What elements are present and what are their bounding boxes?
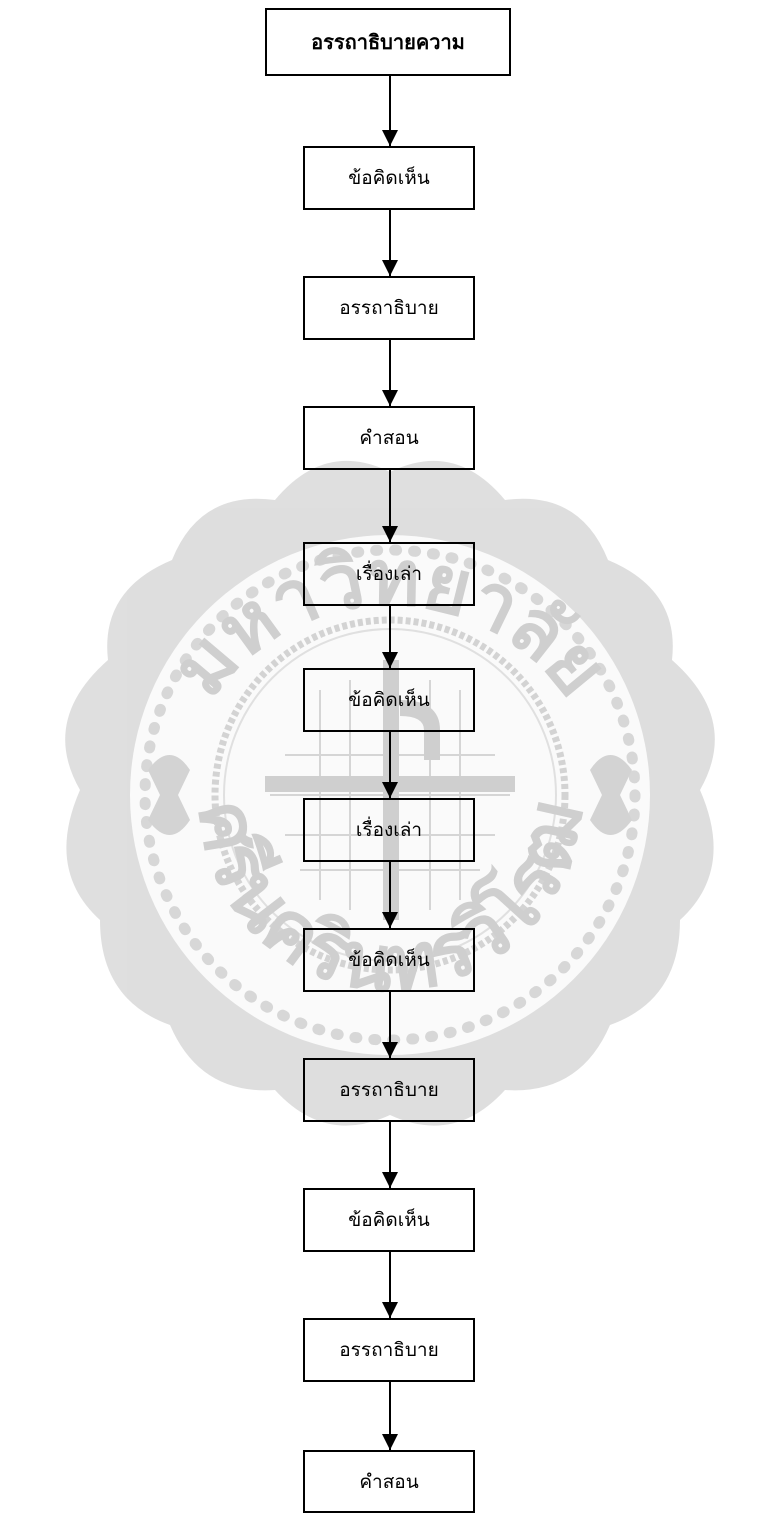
flow-arrow-7 [382,992,398,1058]
flow-arrow-5 [382,732,398,798]
flow-arrow-9 [382,1252,398,1318]
flow-arrow-4 [382,606,398,668]
flow-node-8: อรรถาธิบาย [303,1058,475,1122]
flow-arrow-3 [382,470,398,542]
flow-node-9: ข้อคิดเห็น [303,1188,475,1252]
flow-node-0: อรรถาธิบายความ [265,8,511,76]
flow-arrow-0 [382,76,398,146]
flow-arrow-10 [382,1382,398,1450]
flow-node-5: ข้อคิดเห็น [303,668,475,732]
flow-node-7: ข้อคิดเห็น [303,928,475,992]
flow-arrow-1 [382,210,398,276]
flow-node-3: คำสอน [303,406,475,470]
flow-node-4: เรื่องเล่า [303,542,475,606]
flow-node-1: ข้อคิดเห็น [303,146,475,210]
flow-node-2: อรรถาธิบาย [303,276,475,340]
flow-node-10: อรรถาธิบาย [303,1318,475,1382]
flow-node-11: คำสอน [303,1450,475,1513]
flow-arrow-2 [382,340,398,406]
flow-arrow-6 [382,862,398,928]
flow-arrow-8 [382,1122,398,1188]
flow-node-6: เรื่องเล่า [303,798,475,862]
